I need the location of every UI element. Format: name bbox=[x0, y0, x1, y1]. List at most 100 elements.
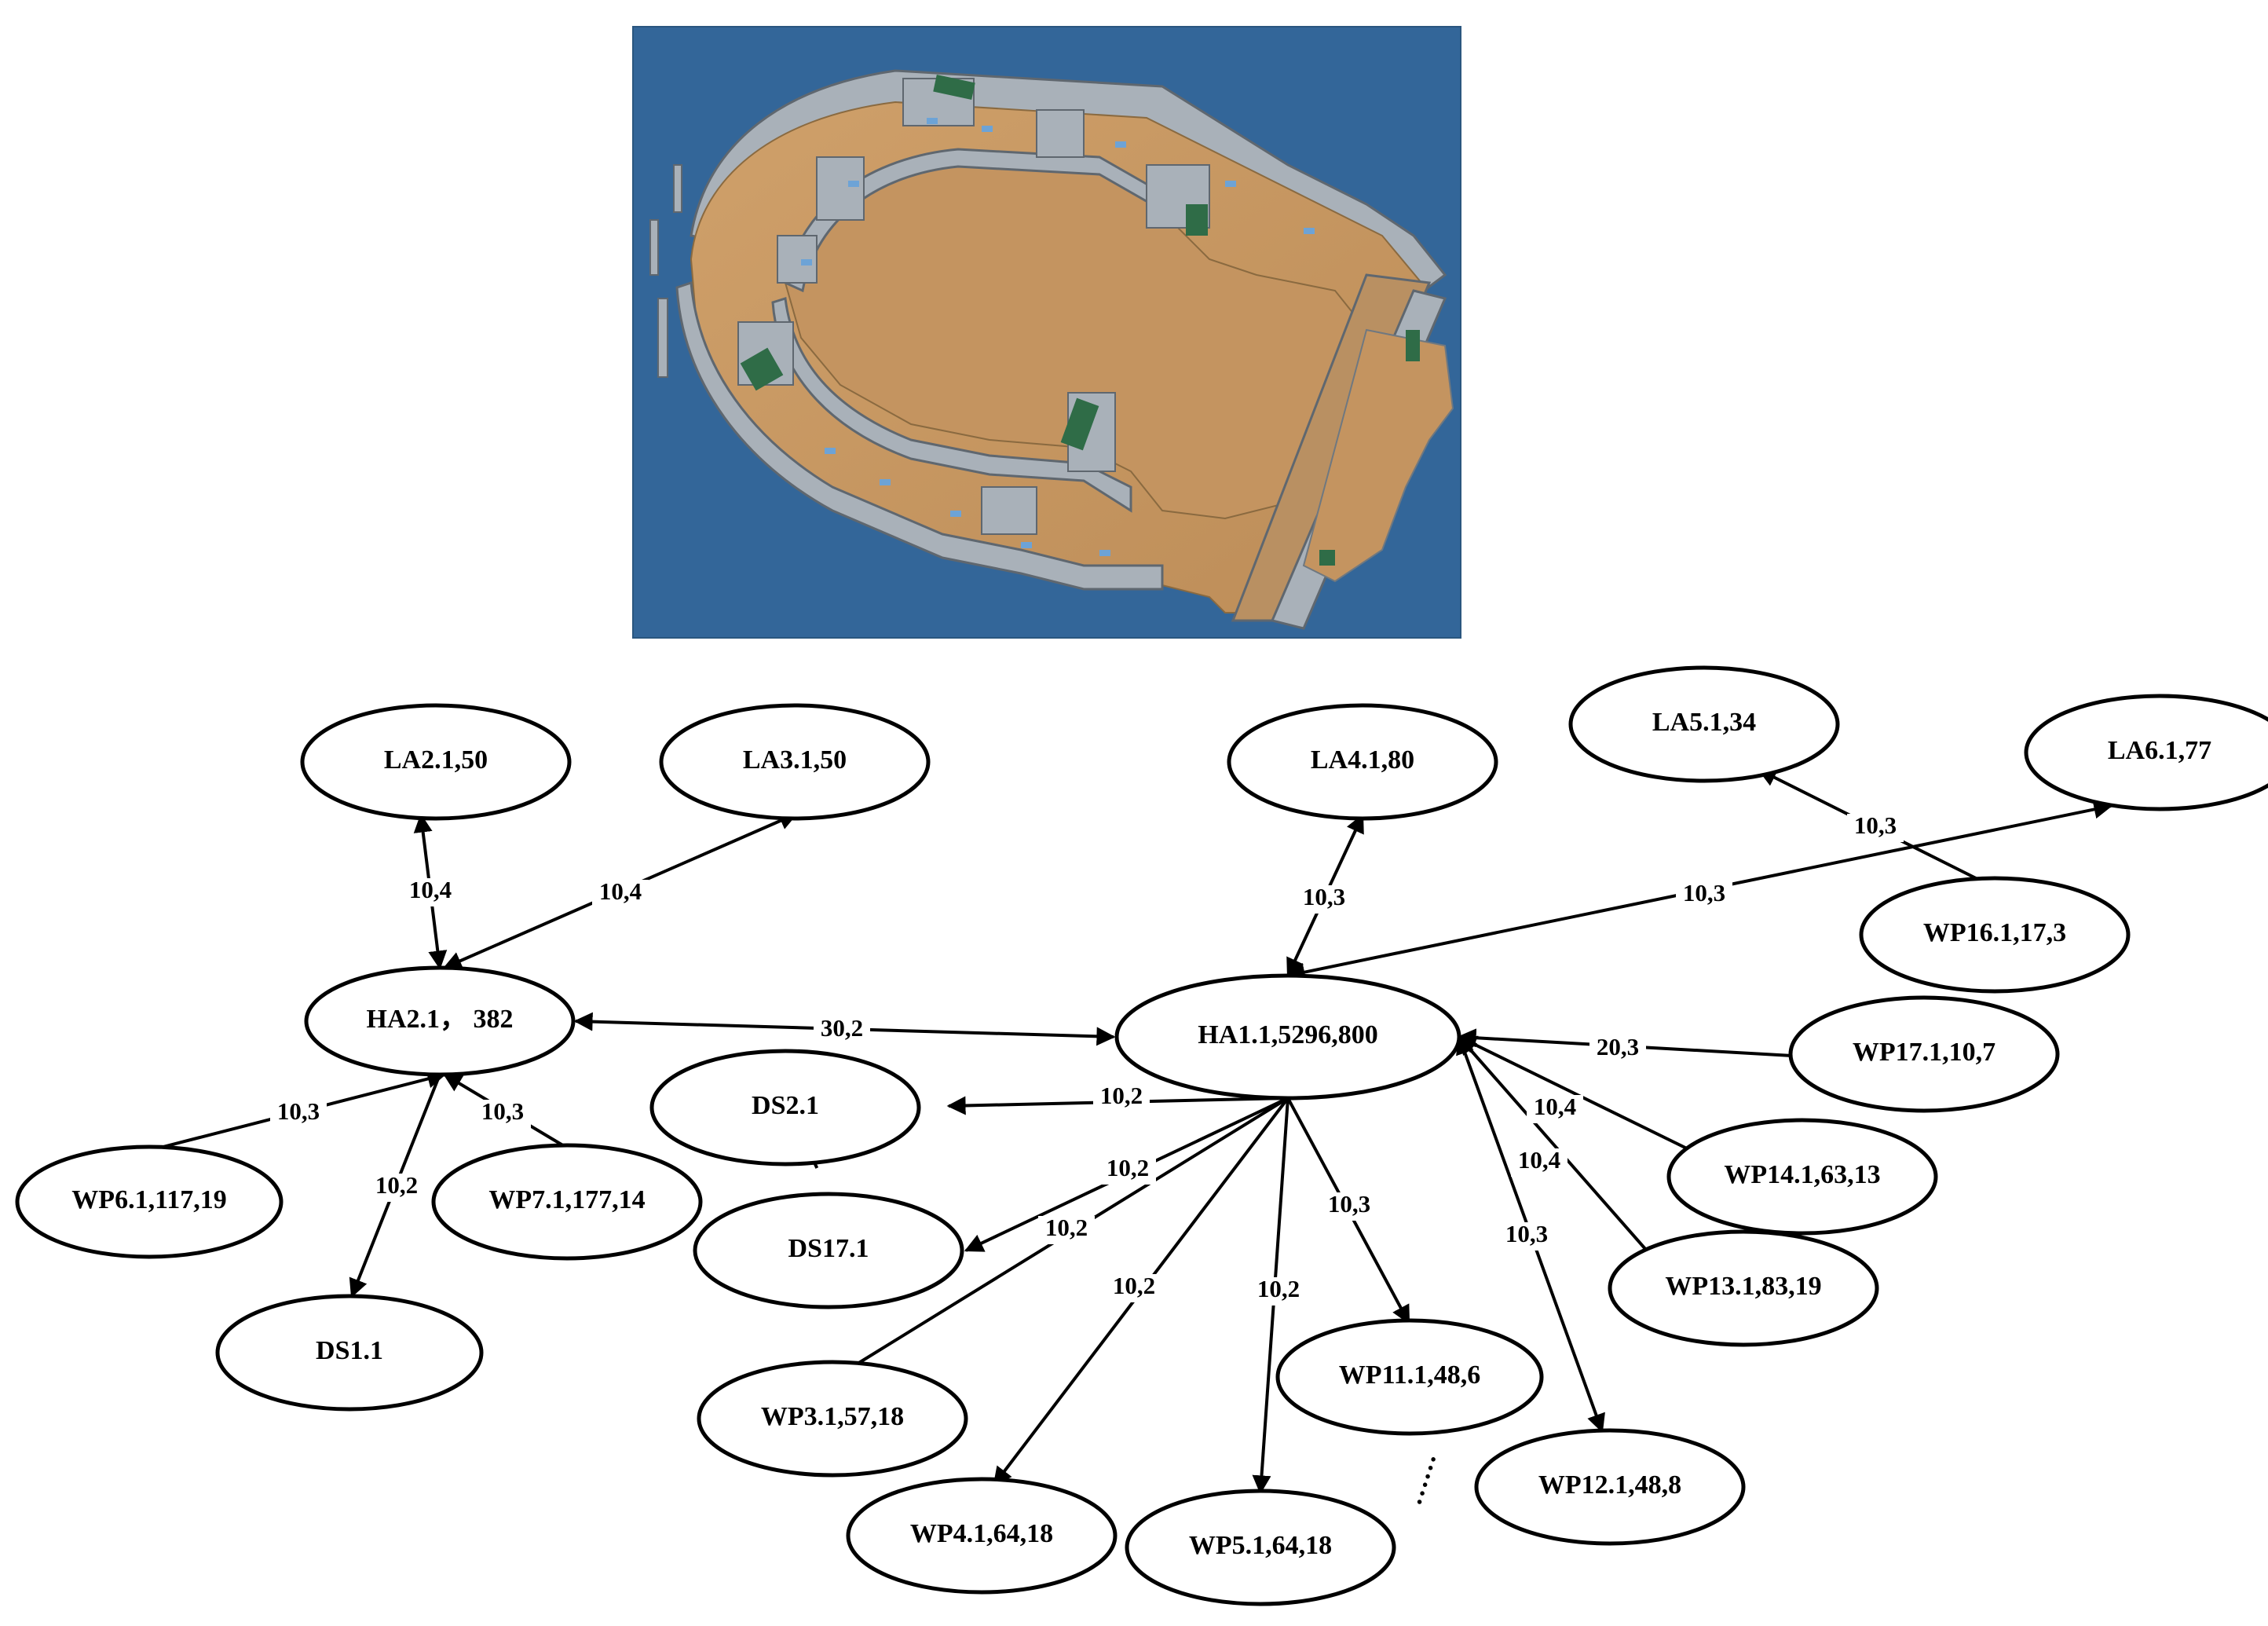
outer-wall-front bbox=[675, 280, 1164, 591]
node-wp3: WP3.1,57,18 bbox=[697, 1360, 968, 1478]
glass-panel bbox=[740, 347, 784, 391]
node-ellipse bbox=[659, 703, 931, 821]
node-wp13: WP13.1,83,19 bbox=[1608, 1229, 1879, 1347]
east-wing-rooms bbox=[1302, 328, 1454, 583]
node-ellipse bbox=[1474, 1428, 1746, 1546]
building-floor-3d-render bbox=[632, 26, 1461, 639]
edge-label-bg bbox=[1093, 1084, 1150, 1112]
edge-label-bg bbox=[1511, 1148, 1567, 1177]
edge-label-wp3-ha1: 10,2 bbox=[1045, 1214, 1088, 1241]
node-ellipse bbox=[304, 965, 576, 1077]
edge-label-bg bbox=[1296, 885, 1352, 914]
edge-label-ha1-wp14: 10,4 bbox=[1534, 1093, 1576, 1120]
wall-fragment bbox=[649, 219, 659, 276]
node-ellipse bbox=[15, 1144, 284, 1259]
glass-panel bbox=[933, 75, 975, 100]
node-ellipse bbox=[215, 1294, 484, 1412]
node-wp5: WP5.1,64,18 bbox=[1125, 1489, 1396, 1606]
node-wp11: WP11.1,48,6 bbox=[1275, 1318, 1544, 1436]
edge-label-bg bbox=[1589, 1035, 1646, 1064]
edge-label-ha2-la2: 10,4 bbox=[409, 876, 452, 903]
edge-label-ha1-wp11: 10,3 bbox=[1328, 1190, 1370, 1218]
edge-label-bg bbox=[1099, 1156, 1156, 1185]
edge-label-bg bbox=[1676, 881, 1732, 910]
node-ellipse bbox=[697, 1360, 968, 1478]
node-label: WP13.1,83,19 bbox=[1665, 1272, 1821, 1301]
node-wp14: WP14.1,63,13 bbox=[1666, 1118, 1938, 1236]
edge-label-bg bbox=[270, 1100, 327, 1128]
node-ellipse bbox=[649, 1049, 921, 1166]
room-partition bbox=[816, 156, 865, 221]
node-label: WP4.1,64,18 bbox=[910, 1519, 1053, 1548]
node-label: WP12.1,48,8 bbox=[1538, 1470, 1681, 1500]
node-label: WP11.1,48,6 bbox=[1339, 1360, 1480, 1390]
edge-label-bg bbox=[1321, 1192, 1377, 1221]
edge-label-ha1-la6: 10,3 bbox=[1683, 879, 1725, 906]
glass-panel bbox=[1406, 330, 1420, 361]
room-partition bbox=[1036, 109, 1085, 158]
node-ellipse bbox=[1788, 995, 2060, 1113]
node-ellipse bbox=[1275, 1318, 1544, 1436]
edge-ds2-ds17 bbox=[812, 1160, 832, 1198]
wall-fragment bbox=[657, 298, 668, 378]
edge-label-ha1-wp4: 10,2 bbox=[1113, 1272, 1155, 1299]
node-label: HA1.1,5296,800 bbox=[1198, 1020, 1378, 1049]
node-ellipse bbox=[300, 703, 572, 821]
edge-label-ha1-wp13: 10,4 bbox=[1518, 1146, 1560, 1174]
node-wp6: WP6.1,117,19 bbox=[15, 1144, 284, 1259]
node-label: WP5.1,64,18 bbox=[1189, 1531, 1332, 1560]
edge-label-ha1-wp12: 10,3 bbox=[1505, 1220, 1548, 1247]
edge-label-bg bbox=[1498, 1222, 1555, 1251]
node-ellipse bbox=[1227, 703, 1498, 821]
node-ds17: DS17.1 bbox=[693, 1192, 964, 1309]
node-ellipse bbox=[1568, 665, 1840, 783]
edge-label-wp17-ha1: 20,3 bbox=[1597, 1033, 1639, 1060]
node-ds1: DS1.1 bbox=[215, 1294, 484, 1412]
node-la2: LA2.1,50 bbox=[300, 703, 572, 821]
node-ellipse bbox=[1125, 1489, 1396, 1606]
glass-panel bbox=[1319, 550, 1335, 566]
glass-panel bbox=[1186, 204, 1208, 236]
edge-label-ha2-ha1: 30,2 bbox=[821, 1014, 863, 1042]
edge-label-ha1-ds17: 10,2 bbox=[1107, 1154, 1149, 1181]
node-label: WP17.1,10,7 bbox=[1853, 1038, 1995, 1067]
node-label: WP6.1,117,19 bbox=[71, 1185, 226, 1214]
edge-label-ha1-ds2: 10,2 bbox=[1100, 1082, 1143, 1109]
node-wp4: WP4.1,64,18 bbox=[846, 1477, 1118, 1595]
node-ha1: HA1.1,5296,800 bbox=[1114, 973, 1461, 1100]
glass-panel bbox=[1060, 397, 1099, 451]
node-label: DS1.1 bbox=[316, 1336, 383, 1365]
edge-label-bg bbox=[1527, 1095, 1583, 1123]
edge-label-wp7-ha2: 10,3 bbox=[481, 1097, 524, 1125]
node-ellipse bbox=[1666, 1118, 1938, 1236]
node-label: LA2.1,50 bbox=[384, 745, 488, 775]
edge-label-bg bbox=[368, 1174, 425, 1202]
node-ellipse bbox=[693, 1192, 964, 1309]
node-la3: LA3.1,50 bbox=[659, 703, 931, 821]
node-la5: LA5.1,34 bbox=[1568, 665, 1840, 783]
node-ellipse bbox=[1114, 973, 1461, 1100]
edge-label-ha1-wp5: 10,2 bbox=[1257, 1275, 1300, 1302]
edge-label-ha2-la3: 10,4 bbox=[599, 877, 642, 905]
edge-label-wp6-ha2: 10,3 bbox=[277, 1097, 320, 1125]
node-label: LA5.1,34 bbox=[1652, 708, 1756, 737]
edge-label-wp16-la5: 10,3 bbox=[1854, 811, 1897, 839]
node-la4: LA4.1,80 bbox=[1227, 703, 1498, 821]
nodes: LA2.1,50 LA3.1,50 LA4.1,80 LA5.1,34 LA6.1,77… bbox=[15, 665, 2268, 1606]
node-ds2: DS2.1 bbox=[649, 1049, 921, 1166]
node-ellipse bbox=[1608, 1229, 1879, 1347]
node-ellipse bbox=[431, 1143, 703, 1261]
node-label: LA4.1,80 bbox=[1311, 745, 1414, 775]
node-ellipse bbox=[2024, 694, 2268, 811]
wall-fragment bbox=[673, 164, 682, 213]
ellipsis-mark: …… bbox=[1398, 1448, 1442, 1508]
node-ha2: HA2.1， 382 bbox=[304, 965, 576, 1077]
node-wp17: WP17.1,10,7 bbox=[1788, 995, 2060, 1113]
node-label: WP7.1,177,14 bbox=[488, 1185, 645, 1214]
window-markings bbox=[801, 118, 1315, 556]
node-label: WP16.1,17,3 bbox=[1923, 918, 2066, 947]
node-la6: LA6.1,77 bbox=[2024, 694, 2268, 811]
node-wp12: WP12.1,48,8 bbox=[1474, 1428, 1746, 1546]
node-wp16: WP16.1,17,3 bbox=[1859, 876, 2131, 994]
node-ellipse bbox=[1859, 876, 2131, 994]
